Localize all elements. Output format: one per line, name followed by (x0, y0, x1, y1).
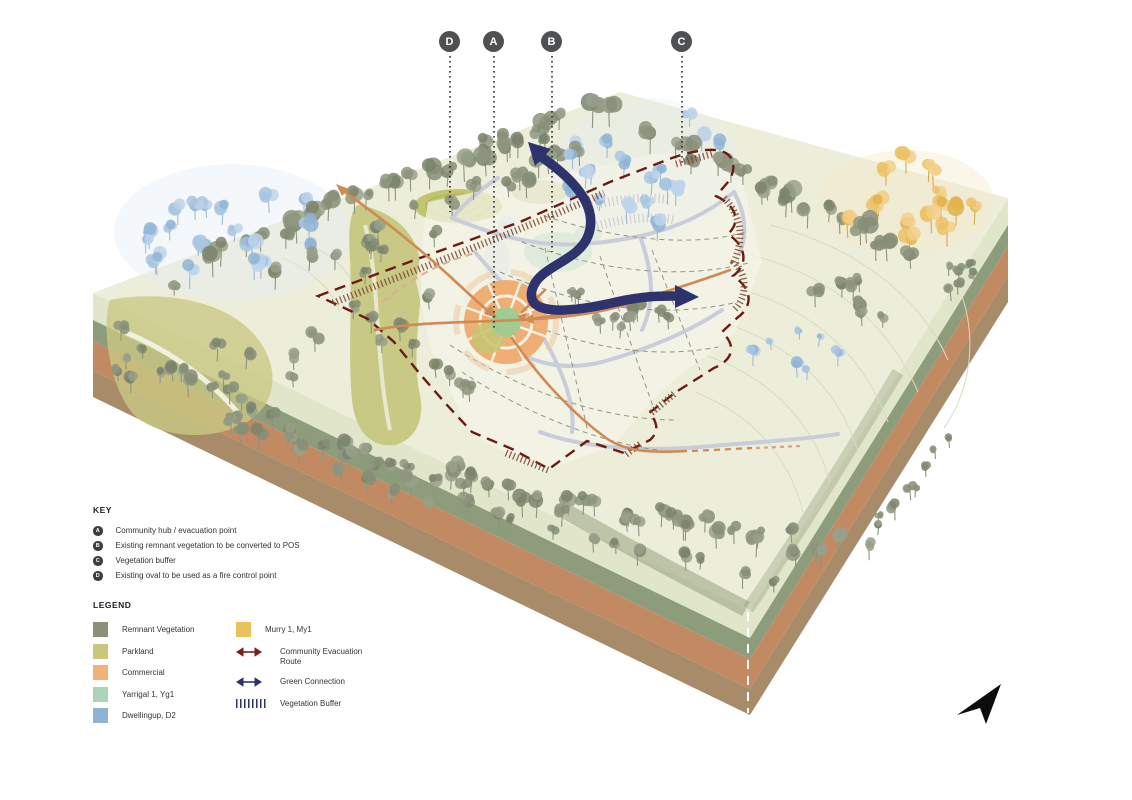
parkland-swatch (93, 643, 108, 659)
key-item: D Existing oval to be used as a fire con… (93, 571, 300, 581)
green-connection-arrow (526, 142, 699, 315)
section-leader-lines (449, 56, 683, 328)
legend-item: Murry 1, My1 (236, 622, 366, 637)
legend-item: Green Connection (236, 674, 366, 689)
parking-rows (590, 193, 675, 231)
community-hub (453, 269, 559, 375)
evacuation-routes (336, 184, 801, 454)
legend-panel: LEGEND Remnant Vegetation Parkland Comme… (93, 600, 366, 723)
legend-item: Parkland (93, 643, 236, 659)
vegetation-buffer-icon (236, 696, 266, 711)
key-title: KEY (93, 505, 112, 515)
key-badge-a: A (93, 526, 103, 536)
remnant-vegetation-swatch (93, 622, 108, 637)
yarrigal-swatch (93, 686, 108, 702)
commercial-swatch (93, 665, 108, 680)
legend-item: Dwellingup, D2 (93, 708, 236, 723)
key-item: B Existing remnant vegetation to be conv… (93, 541, 300, 551)
section-marker-c: C (671, 31, 692, 52)
section-marker-a: A (483, 31, 504, 52)
murry-swatch (236, 622, 251, 637)
tree-layer (110, 93, 983, 593)
route-arrowheads (336, 184, 534, 324)
key-badge-d: D (93, 571, 103, 581)
legend-title: LEGEND (93, 600, 132, 610)
lot-lines (449, 215, 749, 451)
key-item-text: Existing oval to be used as a fire contr… (115, 571, 277, 581)
legend-item: Remnant Vegetation (93, 622, 236, 637)
key-item: A Community hub / evacuation point (93, 526, 300, 536)
slope-band (743, 368, 904, 613)
key-item: C Vegetation buffer (93, 556, 300, 566)
legend-item: Community Evacuation Route (236, 644, 366, 667)
legend-item: Yarrigal 1, Yg1 (93, 686, 236, 702)
slope-band (555, 501, 750, 617)
development-boundary (314, 148, 750, 474)
green-connection-icon (236, 674, 266, 689)
legend-item: Vegetation Buffer (236, 696, 366, 711)
key-item-text: Existing remnant vegetation to be conver… (115, 541, 300, 551)
key-badge-c: C (93, 556, 103, 566)
section-marker-d: D (439, 31, 460, 52)
dwellingup-swatch (93, 708, 108, 723)
community-evacuation-route-icon (236, 644, 266, 659)
north-arrow-icon (957, 684, 1001, 724)
key-item-text: Community hub / evacuation point (115, 526, 237, 536)
vegetation-buffer-ticks (331, 150, 748, 474)
key-badge-b: B (93, 541, 103, 551)
legend-item: Commercial (93, 665, 236, 680)
key-panel: KEY A Community hub / evacuation point B… (93, 505, 300, 581)
future-road (381, 252, 477, 303)
key-item-text: Vegetation buffer (115, 556, 176, 566)
section-marker-b: B (541, 31, 562, 52)
